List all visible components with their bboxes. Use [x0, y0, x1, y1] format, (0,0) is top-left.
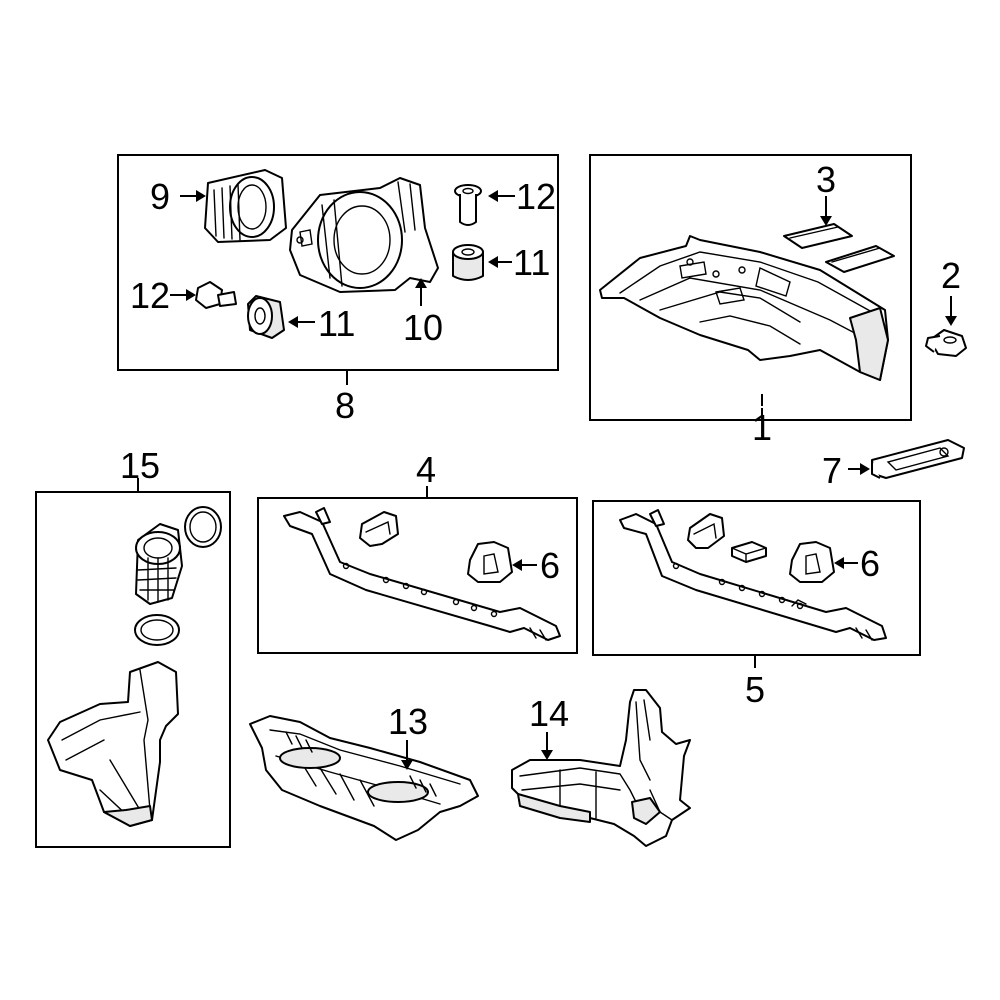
part-6-mount-a[interactable]	[467, 541, 513, 583]
arrow-13	[401, 740, 413, 770]
arrow-10	[415, 278, 427, 306]
part-7-bracket[interactable]	[871, 439, 965, 479]
part-4-clip[interactable]	[359, 511, 399, 547]
group-5-frame	[592, 500, 921, 656]
part-6-mount-b[interactable]	[789, 541, 835, 583]
callout-5[interactable]: 5	[745, 669, 765, 710]
callout-1[interactable]: 1	[752, 407, 772, 448]
arrow-11-upper	[488, 256, 512, 268]
callout-10[interactable]: 10	[403, 307, 443, 348]
callout-7[interactable]: 7	[822, 450, 842, 491]
part-4-rail[interactable]	[283, 507, 561, 641]
callout-6-b[interactable]: 6	[860, 543, 880, 584]
callout-12-lower[interactable]: 12	[130, 275, 170, 316]
group-8-frame	[117, 154, 559, 371]
arrow-14	[541, 732, 553, 760]
part-5-pad[interactable]	[731, 541, 767, 563]
arrow-9	[180, 190, 206, 202]
arrow-2	[945, 296, 957, 326]
callout-11-lower[interactable]: 11	[318, 303, 355, 344]
part-2-clip[interactable]	[925, 329, 967, 357]
part-15-adapter[interactable]	[135, 523, 183, 605]
arrow-11-lower	[288, 316, 315, 328]
group-15-frame	[35, 491, 231, 848]
callout-6-a[interactable]: 6	[540, 545, 560, 586]
part-5-rail[interactable]	[619, 509, 887, 641]
callout-3[interactable]: 3	[816, 159, 836, 200]
group-1-frame	[589, 154, 912, 421]
arrow-12-lower	[170, 289, 196, 301]
arrow-3	[820, 196, 832, 226]
part-15-duct[interactable]	[47, 661, 179, 827]
callout-8[interactable]: 8	[335, 385, 355, 426]
arrow-12-upper	[488, 190, 515, 202]
group-4-frame	[257, 497, 578, 654]
arrow-6-b	[834, 557, 858, 569]
callout-15[interactable]: 15	[120, 445, 160, 486]
part-9-ring[interactable]	[204, 169, 287, 243]
callout-12-upper[interactable]: 12	[516, 176, 556, 217]
callout-2[interactable]: 2	[941, 255, 961, 296]
callout-4[interactable]: 4	[416, 449, 436, 490]
part-5-clip[interactable]	[687, 513, 725, 549]
part-12-bolt-lower[interactable]	[195, 281, 237, 309]
part-13-tray[interactable]	[249, 715, 479, 841]
part-10-housing[interactable]	[289, 177, 439, 293]
callout-9[interactable]: 9	[150, 176, 170, 217]
part-3-labels[interactable]	[783, 223, 895, 273]
part-12-bushing-upper[interactable]	[454, 184, 482, 226]
part-14-duct[interactable]	[511, 689, 691, 847]
arrow-7	[848, 463, 870, 475]
part-15-seal-upper[interactable]	[184, 506, 222, 548]
part-11-grommet-lower[interactable]	[247, 295, 285, 339]
part-15-seal-lower[interactable]	[134, 614, 180, 646]
part-11-grommet-upper[interactable]	[452, 244, 484, 281]
part-1-panel[interactable]	[599, 235, 889, 381]
arrow-6-a	[512, 559, 537, 571]
callout-11-upper[interactable]: 11	[513, 242, 550, 283]
callout-13[interactable]: 13	[388, 701, 428, 742]
callout-14[interactable]: 14	[529, 693, 569, 734]
